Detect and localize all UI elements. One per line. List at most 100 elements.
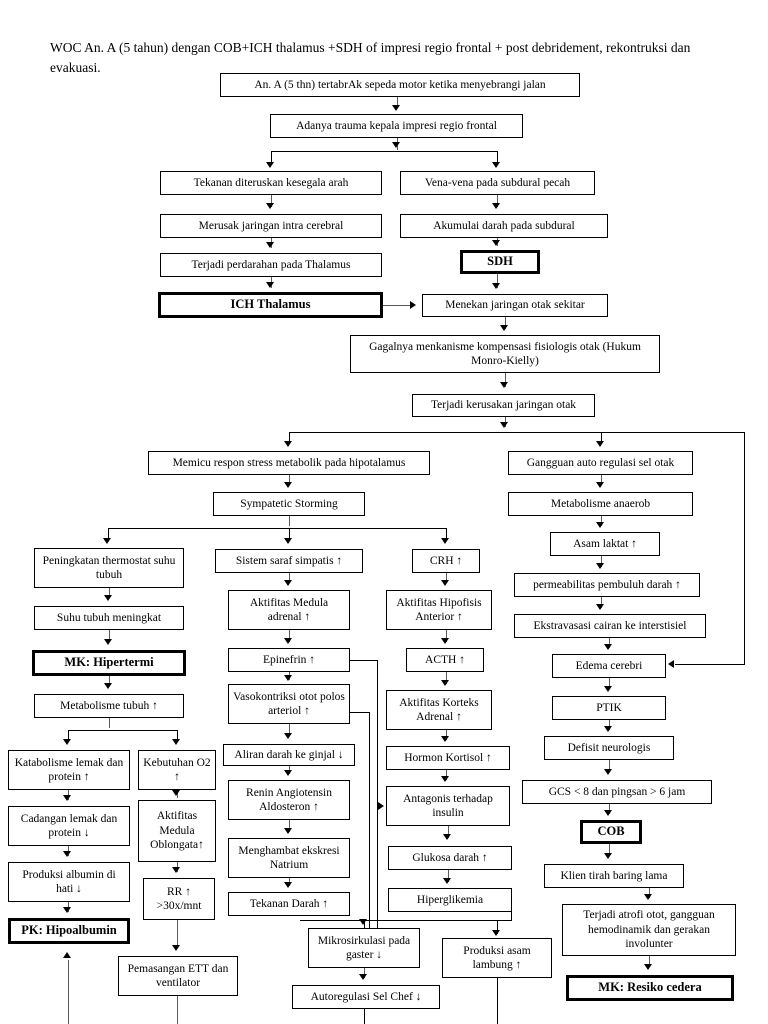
arrowhead [284, 770, 292, 776]
node-n06: Akumulai darah pada subdural [400, 214, 608, 238]
edge-branch-right [497, 151, 499, 164]
arrowhead [104, 683, 112, 689]
arrowhead [284, 828, 292, 834]
arrowhead [172, 739, 180, 745]
node-n57: MK: Resiko cedera [566, 975, 734, 1001]
node-n30: Vasokontriksi otot polos arteriol ↑ [228, 684, 350, 724]
edge-n28-n31 [446, 672, 448, 684]
edge-n23-n28 [446, 630, 448, 642]
node-n05: Merusak jaringan intra cerebral [160, 214, 382, 238]
edge-n14-n16 [601, 475, 603, 485]
edge-metab-split-bar [68, 730, 178, 732]
arrowhead [63, 907, 71, 913]
edge-epinefrin-right [350, 660, 378, 662]
edge-n24-n27 [601, 597, 603, 608]
arrowhead [596, 563, 604, 569]
arrowhead [443, 834, 451, 840]
node-n40: Aktifitas Medula Oblongata↑ [138, 800, 216, 862]
node-n21: Suhu tubuh meningkat [34, 606, 184, 630]
node-n26: Epinefrin ↑ [228, 648, 350, 672]
node-n50: RR ↑ >30x/mnt [143, 878, 215, 920]
node-n37: Hormon Kortisol ↑ [386, 746, 510, 770]
arrowhead [284, 733, 292, 739]
node-n01: An. A (5 thn) tertabrAk sepeda motor ket… [220, 73, 580, 97]
node-n04: Vena-vena pada subdural pecah [400, 171, 595, 195]
arrowhead [284, 638, 292, 644]
node-n31: Aktifitas Korteks Adrenal ↑ [386, 690, 492, 730]
arrowhead [284, 580, 292, 586]
node-n08: SDH [460, 250, 540, 274]
edge-n32-n33 [609, 678, 611, 689]
node-n34: Katabolisme lemak dan protein ↑ [8, 750, 130, 790]
node-n48: Klien tirah baring lama [544, 864, 684, 888]
node-n41: Renin Angiotensin Aldosteron ↑ [228, 780, 350, 820]
node-n47: Glukosa darah ↑ [388, 846, 512, 870]
edge-to-edema [675, 664, 745, 666]
edge-n52-down [511, 912, 513, 920]
edge-n13-n15 [289, 475, 291, 485]
edge-n22-n26 [289, 630, 291, 642]
arrowhead [492, 240, 500, 246]
arrowhead [63, 851, 71, 857]
edge-sympatetic-split-bar [108, 528, 446, 530]
node-n17: Peningkatan thermostat suhu tubuh [34, 548, 184, 588]
arrowhead [284, 482, 292, 488]
arrowhead [284, 441, 292, 447]
arrowhead [441, 776, 449, 782]
edge-vasokontriksi-vert [369, 712, 371, 942]
node-n51: Tekanan Darah ↑ [228, 892, 350, 916]
edge-asam-lambung-down [497, 978, 499, 1024]
node-n45: Produksi albumin di hati ↓ [8, 862, 130, 902]
edge-n09-n10 [383, 305, 413, 307]
arrowhead [492, 203, 500, 209]
node-n18: Sistem saraf simpatis ↑ [215, 549, 363, 573]
arrowhead [359, 919, 367, 925]
arrowhead [668, 660, 674, 668]
arrowhead [596, 522, 604, 528]
node-n22: Aktifitas Medula adrenal ↑ [228, 590, 350, 630]
node-n12: Terjadi kerusakan jaringan otak [412, 394, 595, 417]
edge-n43-n44 [609, 804, 611, 814]
node-n43: GCS < 8 dan pingsan > 6 jam [522, 780, 712, 804]
node-n07: Terjadi perdarahan pada Thalamus [160, 253, 382, 277]
node-n29: Metabolisme tubuh ↑ [34, 694, 184, 718]
arrowhead [500, 382, 508, 388]
edge-hiper-bottom [300, 920, 512, 922]
edge-n25-n29 [109, 676, 111, 686]
arrowhead [492, 283, 500, 289]
edge-n01-n02 [397, 97, 399, 107]
node-n14: Gangguan auto regulasi sel otak [508, 451, 693, 475]
arrowhead [644, 964, 652, 970]
page-title: WOC An. A (5 tahun) dengan COB+ICH thala… [50, 40, 691, 75]
edge-n15-down [289, 516, 291, 526]
arrowhead [441, 580, 449, 586]
arrowhead [392, 105, 400, 111]
arrowhead [284, 538, 292, 544]
edge-branch-crh [446, 528, 448, 541]
arrowhead [596, 441, 604, 447]
arrowhead [644, 894, 652, 900]
edge-n04-n06 [497, 195, 499, 207]
edge-n08-n10 [497, 274, 499, 288]
node-n32: Edema cerebri [552, 654, 666, 678]
arrowhead [604, 686, 612, 692]
edge-n11-n12 [505, 373, 507, 387]
edge-n16-n20 [601, 516, 603, 526]
arrowhead [596, 604, 604, 610]
edge-n31-n37 [446, 730, 448, 740]
edge-branch-hipotalamus [289, 432, 291, 444]
edge-n58-down [364, 1009, 366, 1024]
edge-branch-katabolisme [68, 730, 70, 742]
edge-branch-o2 [177, 730, 179, 742]
arrowhead [604, 769, 612, 775]
edge-n53-n57 [649, 956, 651, 967]
node-n25: MK: Hipertermi [32, 650, 186, 676]
node-n09: ICH Thalamus [158, 292, 383, 318]
edge-n50-n54 [177, 920, 179, 948]
node-n03: Tekanan diteruskan kesegala arah [160, 171, 382, 195]
arrowhead [492, 162, 500, 168]
edge-n38-n43 [609, 760, 611, 772]
edge-n47-n52 [448, 870, 450, 882]
arrowhead [284, 882, 292, 888]
node-n27: Ekstravasasi cairan ke interstisiel [514, 614, 706, 638]
